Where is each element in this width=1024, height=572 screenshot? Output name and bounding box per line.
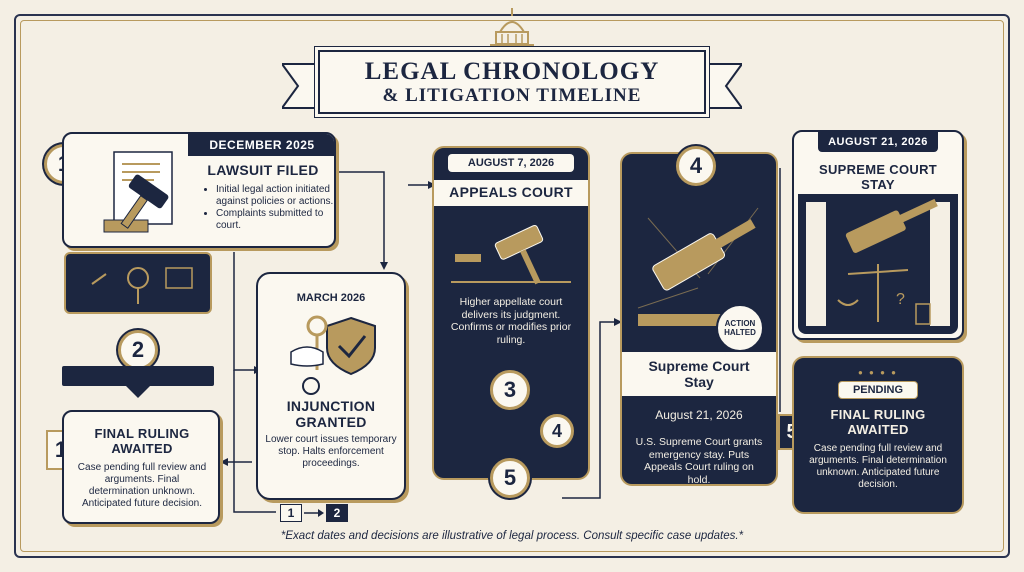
mini-number-2: 2 (326, 504, 348, 522)
injunction-card: MARCH 2026 INJUNCTION GRANTED Lower cour… (256, 272, 406, 500)
supreme-stay-title-bar: Supreme Court Stay (622, 352, 776, 396)
dots-decoration: ● ● ● ● (858, 368, 898, 377)
title-ribbon: LEGAL CHRONOLOGY & LITIGATION TIMELINE (318, 50, 706, 114)
supreme-stay-card: ACTION HALTED Supreme Court Stay August … (620, 152, 778, 486)
appeals-step-5: 5 (490, 458, 530, 498)
left-final-title: FINAL RULING AWAITED (94, 426, 190, 456)
step-2-bar (62, 366, 214, 386)
supreme-stay-title: Supreme Court Stay (648, 358, 750, 390)
inner-frame (20, 20, 1004, 552)
pending-badge: PENDING (838, 381, 918, 399)
capitol-dome-icon (490, 8, 534, 48)
gavel-document-icon (103, 151, 173, 233)
ribbon-tails (282, 63, 742, 109)
lawsuit-title: LAWSUIT FILED (207, 162, 319, 178)
appeals-date: AUGUST 7, 2026 (448, 154, 574, 172)
pillar-scale-icon: ? (806, 198, 950, 326)
supreme-stay-body: U.S. Supreme Court grants emergency stay… (635, 436, 763, 486)
lawsuit-filed-card: DECEMBER 2025 LAWSUIT FILED Initial lega… (62, 132, 336, 248)
supreme-right-date: AUGUST 21, 2026 (818, 132, 938, 152)
page-title: LEGAL CHRONOLOGY (364, 57, 660, 85)
appeals-gavel-icon (451, 224, 571, 285)
supreme-step-4-badge: 4 (676, 146, 716, 186)
appeals-title: APPEALS COURT (449, 184, 573, 200)
footnote: *Exact dates and decisions are illustrat… (280, 530, 744, 542)
appeals-step-4: 4 (540, 414, 574, 448)
page-subtitle: & LITIGATION TIMELINE (382, 84, 642, 106)
map-pin-icon (91, 267, 193, 304)
lawsuit-date: DECEMBER 2025 (188, 134, 334, 156)
step-2-pointer (126, 386, 150, 398)
appeals-body: Higher appellate court delivers its judg… (450, 296, 572, 346)
supreme-stay-date: August 21, 2026 (655, 408, 743, 422)
supreme-right-title: SUPREME COURT STAY (818, 162, 938, 192)
action-halted-text: ACTION HALTED (724, 319, 756, 337)
step-2-number: 2 (131, 337, 145, 362)
mini-number-1-text: 1 (287, 506, 295, 520)
appeals-step-3: 3 (490, 370, 530, 410)
action-halted-stamp: ACTION HALTED (716, 304, 764, 352)
lawsuit-bullet: Complaints submitted to court. (216, 208, 334, 232)
right-final-title: FINAL RULING AWAITED (830, 407, 926, 437)
left-final-body: Case pending full review and arguments. … (77, 462, 207, 509)
supreme-step-4-number: 4 (689, 153, 703, 178)
injunction-body: Lower court issues temporary stop. Halts… (265, 434, 397, 469)
appeals-title-bar: APPEALS COURT (434, 180, 588, 206)
appeals-step-4-number: 4 (551, 420, 562, 441)
right-final-card: ● ● ● ● PENDING FINAL RULING AWAITED Cas… (792, 356, 964, 514)
location-panel (64, 252, 212, 314)
appeals-step-5-number: 5 (503, 465, 517, 490)
pending-text: PENDING (852, 384, 904, 396)
lawsuit-bullet: Initial legal action initiated against p… (216, 184, 334, 208)
mini-number-1: 1 (280, 504, 302, 522)
courtroom-scene: ? (798, 194, 958, 334)
injunction-title: INJUNCTION GRANTED (286, 398, 376, 430)
mini-number-2-text: 2 (333, 506, 341, 520)
key-shield-icon (290, 315, 376, 395)
svg-text:?: ? (896, 291, 905, 308)
left-final-card: FINAL RULING AWAITED Case pending full r… (62, 410, 220, 524)
right-final-body: Case pending full review and arguments. … (809, 443, 947, 490)
injunction-date: MARCH 2026 (296, 292, 366, 304)
step-2-badge: 2 (118, 330, 158, 370)
lawsuit-bullets: Initial legal action initiated against p… (204, 184, 334, 232)
supreme-court-stay-panel: AUGUST 21, 2026 SUPREME COURT STAY ? (792, 130, 964, 340)
arrow-right-icon (304, 509, 324, 517)
appeals-step-3-number: 3 (503, 377, 517, 402)
